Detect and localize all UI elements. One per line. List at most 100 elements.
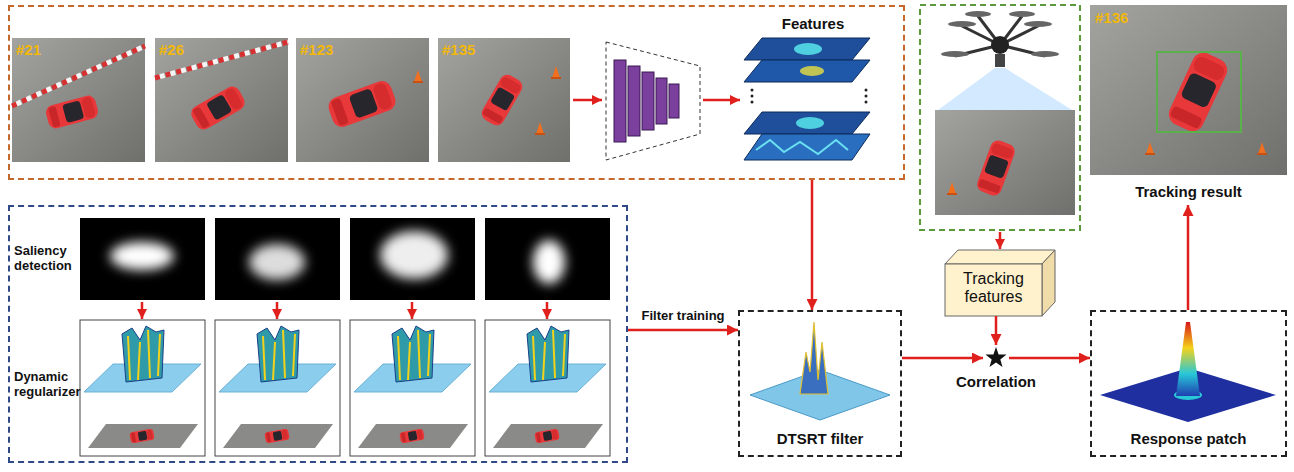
box-caption: Response patch: [1092, 430, 1285, 447]
saliency-map: [80, 218, 205, 300]
drone-panel: [935, 110, 1075, 215]
response-surface: [1176, 322, 1200, 396]
saliency-map: [350, 218, 475, 300]
cnn-backbone: [656, 78, 667, 124]
saliency-map: [215, 218, 340, 300]
frame-number: #135: [442, 41, 475, 58]
video-frame: #21: [12, 38, 145, 162]
feature-maps: [744, 112, 870, 134]
flow-connector: [902, 357, 983, 360]
flow-connector: [1009, 357, 1090, 360]
edge-label: Filter training: [639, 309, 726, 324]
feature-maps: [751, 95, 754, 98]
filter-box: DTSRT filter: [738, 310, 902, 457]
saliency-map: [533, 240, 565, 284]
flow-arrow: [142, 302, 547, 319]
tracking-result-image: [1090, 5, 1287, 175]
panel-heading: Features: [758, 15, 868, 32]
cnn-backbone: [614, 60, 626, 142]
feature-maps: [744, 38, 870, 160]
box-caption: DTSRT filter: [740, 430, 900, 447]
video-frame: #26: [155, 38, 288, 162]
video-frame-image: [438, 38, 570, 162]
flow-arrow: [703, 99, 740, 102]
flow-arrow: [141, 302, 144, 319]
correlation-operator: Correlation: [983, 345, 1009, 371]
video-frame-image: [326, 78, 399, 130]
feature-cube-shape: [945, 250, 1055, 316]
response-box: Response patch: [1090, 310, 1287, 457]
feature-maps: [800, 66, 824, 76]
row-label: Dynamic regularizer: [14, 370, 82, 400]
tracking-result-image: [1090, 5, 1287, 175]
video-frame-image: [155, 38, 288, 162]
saliency-map: [380, 231, 448, 279]
regularizer-plot: [80, 320, 205, 456]
video-frame-image: [551, 66, 561, 79]
drone-panel: [948, 21, 976, 27]
video-frame-image: [12, 38, 145, 162]
video-frame-image: [188, 84, 247, 133]
feature-cube-shape: [945, 250, 1055, 264]
drone-panel: [965, 11, 991, 17]
tracking-result-image: [1145, 142, 1155, 155]
feature-maps: [751, 89, 754, 92]
feature-maps: [744, 134, 870, 160]
cnn-backbone: [606, 42, 700, 160]
drone-panel: [1031, 51, 1059, 57]
drone-panel: [975, 138, 1017, 197]
video-frame-image: [44, 94, 99, 130]
video-frame-image: [155, 42, 288, 78]
saliency-map: [110, 242, 174, 270]
frame-number: #123: [300, 41, 333, 58]
drone-panel: [920, 5, 1080, 230]
frame-number: #26: [159, 41, 184, 58]
cnn-backbone: [606, 42, 700, 160]
feature-maps: [865, 89, 868, 92]
video-frame-image: [413, 70, 423, 83]
panel-caption: Tracking result: [1090, 183, 1287, 200]
cube-label: Tracking features: [945, 270, 1042, 307]
feature-maps: [796, 117, 824, 129]
feature-maps: [756, 140, 848, 154]
flow-connector: [811, 180, 814, 310]
cnn-backbone: [628, 66, 640, 136]
cnn-backbone: [642, 72, 654, 130]
video-frame-image: [535, 122, 545, 135]
flow-arrow: [573, 99, 602, 102]
video-frame-image: [12, 38, 145, 162]
regularizer-panel: Saliency detectionDynamic regularizer: [8, 205, 628, 463]
video-frame-image: [155, 38, 288, 162]
tracking-result-image: [1157, 52, 1241, 132]
frame-number: #21: [16, 41, 41, 58]
feature-maps: [751, 101, 754, 104]
drone-panel: [995, 54, 1005, 67]
flow-arrow: [411, 302, 414, 319]
feature-maps: [865, 95, 868, 98]
video-frame: #135: [438, 38, 570, 162]
regularizer-plot: [80, 320, 610, 456]
video-frame-image: [155, 42, 288, 78]
feature-maps: [865, 101, 868, 104]
feature-cube-shape: [1042, 250, 1055, 316]
drone-panel: [920, 5, 1080, 230]
regularizer-plot: [350, 320, 475, 456]
flow-arrow: [546, 302, 549, 319]
flow-connector: [1187, 205, 1190, 310]
drone-panel: [991, 36, 1009, 54]
tracking-result-frame: #136Tracking result: [1090, 5, 1287, 205]
feature-maps: [744, 38, 870, 60]
drone-panel: [941, 51, 969, 57]
response-surface: [1100, 322, 1276, 422]
flow-connector: [995, 316, 998, 345]
correlation-star: [986, 347, 1007, 367]
filter-surface: [750, 322, 890, 420]
video-frame-image: [296, 38, 429, 162]
tracking-result-image: [1257, 142, 1267, 155]
tracking-result-image: [1165, 49, 1231, 135]
filter-surface: [800, 322, 828, 394]
row-label: Saliency detection: [14, 244, 82, 274]
feature-cube-shape: [945, 264, 1042, 316]
frame-number: #136: [1095, 9, 1128, 26]
